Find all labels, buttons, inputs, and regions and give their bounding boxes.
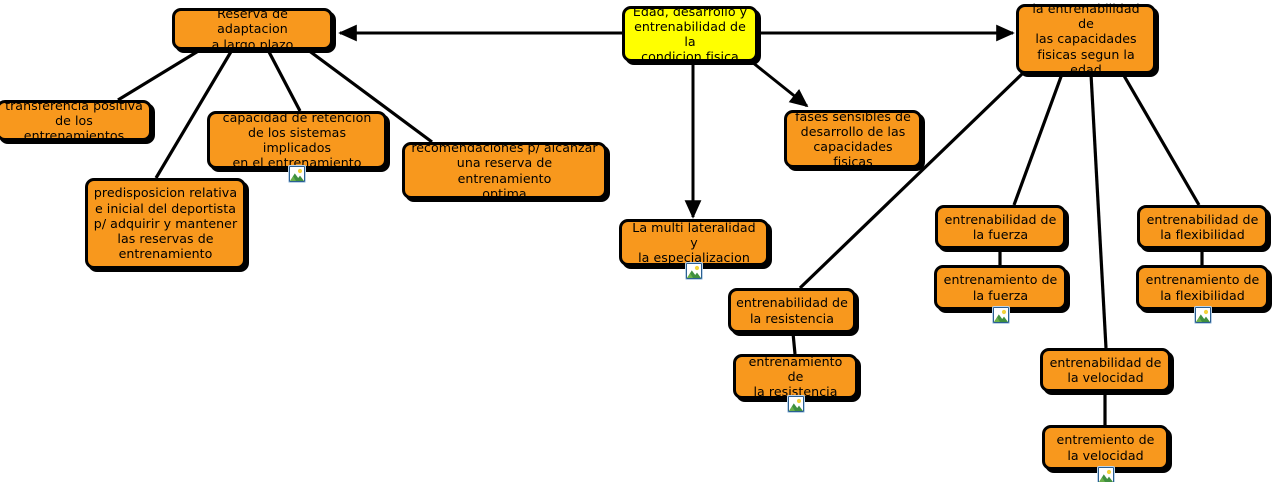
node-label: entrenabilidad de la resistencia bbox=[736, 295, 848, 326]
image-thumbnail-icon[interactable] bbox=[992, 307, 1009, 323]
node-entrenamiento-resistencia[interactable]: entrenamiento de la resistencia bbox=[733, 354, 858, 399]
image-thumbnail-icon[interactable] bbox=[787, 396, 804, 412]
edge-entrenabilidad-edad-to-velocidad bbox=[1089, 73, 1108, 349]
edge-root-to-fases-sensibles bbox=[751, 60, 809, 108]
node-entrenabilidad-capacidades-edad[interactable]: la entrenabilidad de las capacidades fis… bbox=[1016, 1, 1156, 77]
node-label: la entrenabilidad de las capacidades fis… bbox=[1032, 1, 1140, 77]
node-label: fases sensibles de desarrollo de las cap… bbox=[795, 108, 911, 170]
node-label: entrenamiento de la flexibilidad bbox=[1145, 272, 1260, 303]
node-label: recomendaciones p/ alcanzar una reserva … bbox=[411, 140, 598, 201]
node-label: entrenamiento de la resistencia bbox=[748, 353, 843, 400]
node-recomendaciones[interactable]: recomendaciones p/ alcanzar una reserva … bbox=[402, 140, 607, 201]
node-entrenamiento-fuerza[interactable]: entrenamiento de la fuerza bbox=[934, 265, 1067, 310]
node-transferencia-positiva[interactable]: transferencia positiva de los entrenamie… bbox=[0, 97, 152, 144]
image-thumbnail-icon[interactable] bbox=[1097, 467, 1114, 482]
image-thumbnail-icon[interactable] bbox=[289, 166, 305, 182]
node-entrenabilidad-resistencia[interactable]: entrenabilidad de la resistencia bbox=[728, 288, 856, 333]
node-multilateralidad-especializacion[interactable]: La multi lateralidad y la especializacio… bbox=[619, 219, 769, 266]
edge-entrenabilidad-edad-to-resistencia bbox=[798, 72, 1024, 290]
node-label: transferencia positiva de los entrenamie… bbox=[5, 97, 143, 144]
node-capacidad-retencion[interactable]: capacidad de retencion de los sistemas i… bbox=[207, 109, 387, 171]
edge-entrenabilidad-edad-to-fuerza bbox=[1012, 73, 1064, 206]
node-label: La multi lateralidad y la especializacio… bbox=[632, 219, 756, 266]
node-label: entrenamiento de la fuerza bbox=[943, 272, 1058, 303]
node-label: entremiento de la velocidad bbox=[1056, 432, 1155, 463]
node-entrenabilidad-velocidad[interactable]: entrenabilidad de la velocidad bbox=[1040, 348, 1171, 392]
node-label: entrenabilidad de la fuerza bbox=[944, 211, 1057, 242]
node-entrenabilidad-flexibilidad[interactable]: entrenabilidad de la flexibilidad bbox=[1137, 205, 1268, 249]
image-thumbnail-icon[interactable] bbox=[1194, 307, 1211, 323]
edge-reserva-to-capacidad-retencion bbox=[266, 49, 302, 112]
image-thumbnail-icon[interactable] bbox=[686, 263, 702, 279]
edge-resistencia-to-entrenamiento bbox=[791, 332, 797, 355]
node-label: Edad, desarrollo y entrenabilidad de la … bbox=[632, 3, 748, 65]
node-edad-desarrollo-entrenabilidad[interactable]: Edad, desarrollo y entrenabilidad de la … bbox=[622, 3, 758, 65]
node-label: Reserva de adaptacion a largo plazo bbox=[211, 6, 294, 52]
edge-entrenabilidad-edad-to-flexibilidad bbox=[1121, 73, 1201, 206]
node-reserva-adaptacion[interactable]: Reserva de adaptacion a largo plazo bbox=[172, 6, 333, 52]
node-entrenabilidad-fuerza[interactable]: entrenabilidad de la fuerza bbox=[935, 205, 1066, 249]
node-entremiento-velocidad[interactable]: entremiento de la velocidad bbox=[1042, 425, 1169, 470]
node-fases-sensibles[interactable]: fases sensibles de desarrollo de las cap… bbox=[784, 108, 922, 170]
node-label: entrenabilidad de la flexibilidad bbox=[1146, 211, 1259, 242]
node-predisposicion-relativa[interactable]: predisposicion relativa e inicial del de… bbox=[85, 178, 246, 269]
node-label: capacidad de retencion de los sistemas i… bbox=[222, 109, 372, 171]
node-label: entrenabilidad de la velocidad bbox=[1049, 354, 1162, 385]
node-entrenamiento-flexibilidad[interactable]: entrenamiento de la flexibilidad bbox=[1136, 265, 1269, 310]
node-label: predisposicion relativa e inicial del de… bbox=[93, 185, 238, 262]
edge-reserva-to-transferencia bbox=[117, 48, 201, 102]
